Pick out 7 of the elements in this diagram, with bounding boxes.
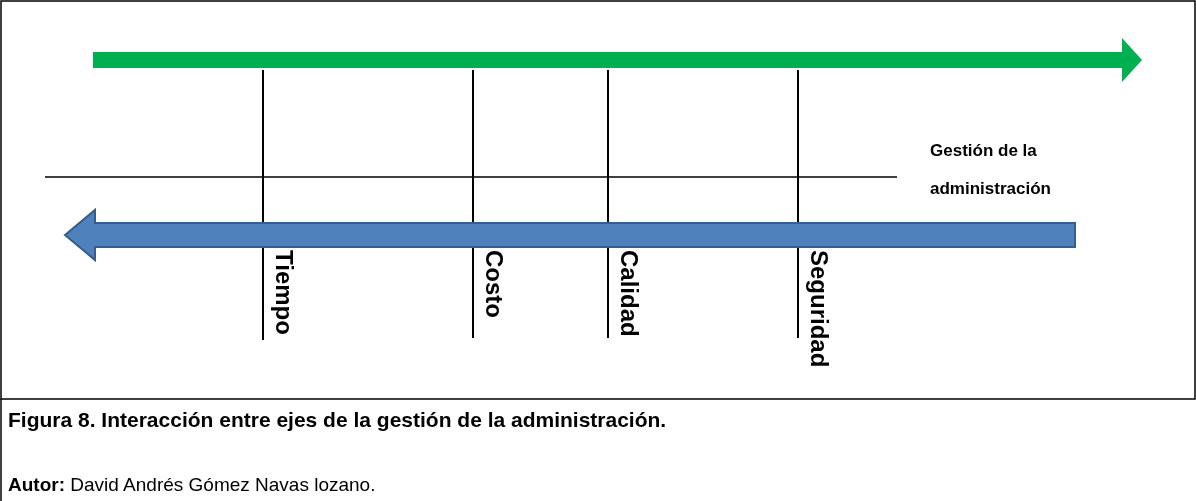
author-note: Autor: David Andrés Gómez Navas lozano. xyxy=(8,474,376,496)
axis-title: Gestión de la administración xyxy=(930,140,1052,200)
axis-label: Calidad xyxy=(617,250,641,337)
axis-label: Tiempo xyxy=(272,250,296,335)
figure-caption: Figura 8. Interacción entre ejes de la gestión de la administración. xyxy=(8,408,667,432)
axis-label: Costo xyxy=(482,250,506,318)
axis-label: Seguridad xyxy=(807,250,831,368)
